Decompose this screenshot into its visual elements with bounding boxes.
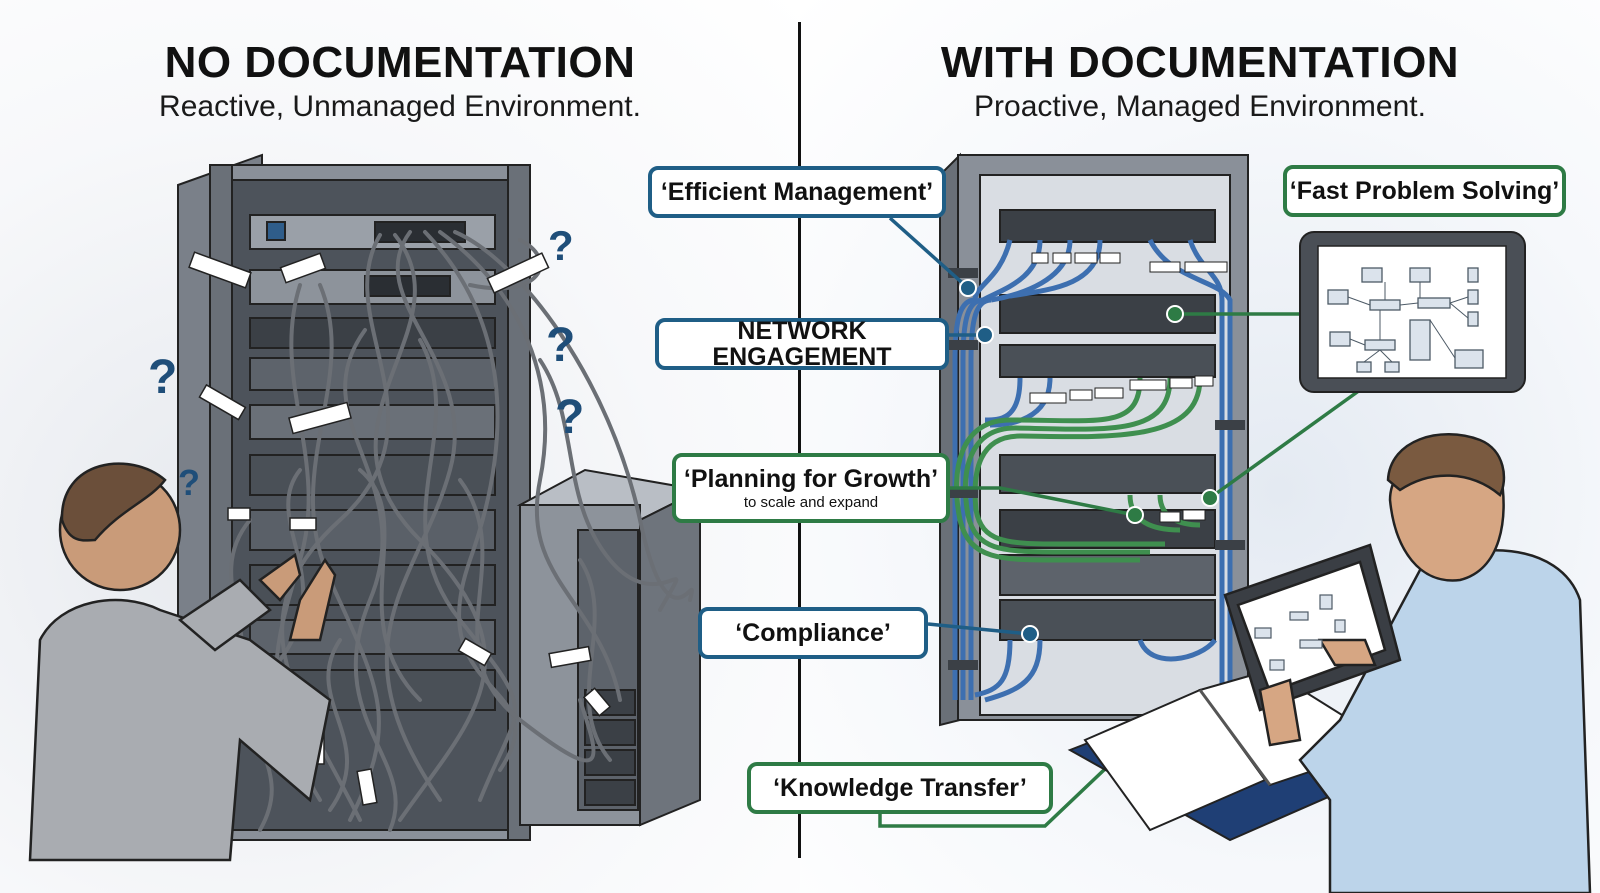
callout-label: NETWORK ENGAGEMENT xyxy=(712,316,892,371)
callout-label: ‘Fast Problem Solving’ xyxy=(1289,176,1560,205)
right-title: WITH DOCUMENTATION xyxy=(940,38,1460,87)
callout-compliance: ‘Compliance’ xyxy=(698,607,928,659)
callout-planning-for-growth: ‘Planning for Growth’ to scale and expan… xyxy=(672,453,950,523)
question-mark-icon: ? xyxy=(548,222,574,269)
messy-rack xyxy=(28,153,704,862)
question-mark-icon: ? xyxy=(178,462,200,503)
right-subtitle: Proactive, Managed Environment. xyxy=(974,90,1426,123)
callout-label: ‘Efficient Management’ xyxy=(660,177,934,206)
green-cable-bundle xyxy=(954,377,1203,563)
blue-cable-bundle xyxy=(952,238,1233,710)
left-title: NO DOCUMENTATION xyxy=(164,38,636,87)
callout-efficient-management: ‘Efficient Management’ xyxy=(648,166,946,218)
server-tower xyxy=(516,468,704,827)
neat-labels xyxy=(1029,252,1228,523)
velcro-straps xyxy=(948,268,1245,670)
callout-knowledge-transfer: ‘Knowledge Transfer’ xyxy=(747,762,1053,814)
organized-rack xyxy=(939,152,1249,727)
callout-fast-problem-solving: ‘Fast Problem Solving’ xyxy=(1283,165,1566,217)
left-subtitle: Reactive, Unmanaged Environment. xyxy=(159,90,641,123)
worried-technician xyxy=(28,462,337,862)
callout-sublabel: to scale and expand xyxy=(743,493,879,511)
callout-label: ‘Planning for Growth’ xyxy=(683,464,939,493)
callout-label: ‘Compliance’ xyxy=(735,618,891,647)
callout-network-engagement: NETWORK ENGAGEMENT xyxy=(655,318,949,370)
center-divider xyxy=(798,22,801,858)
question-mark-icon: ? xyxy=(546,319,576,372)
confident-technician xyxy=(1223,433,1592,893)
messy-tags xyxy=(188,251,612,806)
wall-tablet xyxy=(1299,231,1526,393)
callout-connectors xyxy=(878,216,1362,828)
rack-units xyxy=(249,214,496,711)
question-mark-icon: ? xyxy=(148,351,178,404)
tablet-diagram xyxy=(1254,594,1346,671)
question-mark-icon: ? xyxy=(555,391,585,444)
callout-label: ‘Knowledge Transfer’ xyxy=(773,773,1027,802)
